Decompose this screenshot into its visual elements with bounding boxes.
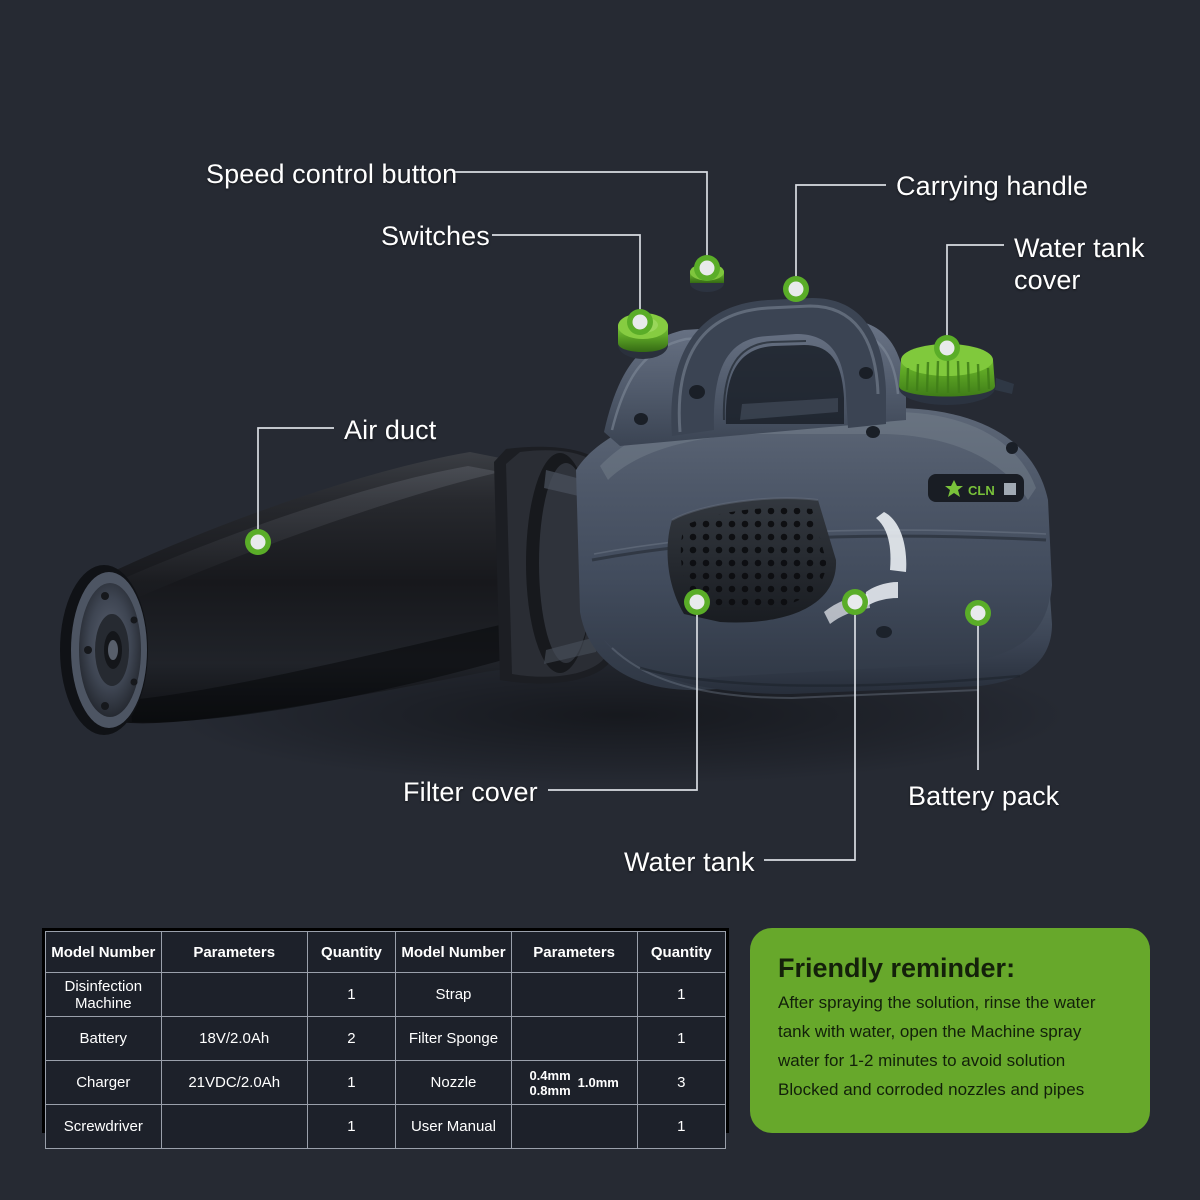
air-duct-lower-shade bbox=[130, 625, 520, 723]
product-illustration: CLN bbox=[60, 171, 1070, 861]
callout-label-water-tank-cover: Water tank cover bbox=[1014, 233, 1145, 295]
col-header-parameters-left: Parameters bbox=[160, 931, 308, 973]
cell-qty-right: 1 bbox=[636, 1104, 727, 1149]
reminder-line: After spraying the solution, rinse the w… bbox=[778, 993, 1096, 1012]
cap-ribs bbox=[905, 360, 991, 394]
table-row: Disinfection Machine 1 Strap 1 bbox=[45, 972, 727, 1017]
cell-qty-left: 1 bbox=[306, 1060, 397, 1105]
cell-qty-right: 1 bbox=[636, 1016, 727, 1061]
svg-text:CLN: CLN bbox=[968, 483, 995, 498]
nozzle-size-10: 1.0mm bbox=[577, 1075, 619, 1090]
table-row: Battery 18V/2.0Ah 2 Filter Sponge 1 bbox=[45, 1016, 727, 1061]
leader-air-duct bbox=[257, 427, 334, 532]
col-header-quantity-right: Quantity bbox=[636, 931, 727, 973]
logo-mark bbox=[945, 480, 963, 497]
cell-param-right-nozzle: 0.4mm 0.8mm 1.0mm bbox=[510, 1060, 638, 1105]
duct-screw-1 bbox=[101, 592, 109, 600]
collar-rib-bottom bbox=[544, 636, 600, 664]
battery-pack bbox=[604, 596, 1052, 700]
cell-param-left: 21VDC/2.0Ah bbox=[160, 1060, 308, 1105]
water-tank-cover bbox=[899, 344, 1014, 405]
boss-screw-1 bbox=[689, 385, 705, 399]
marker-filter-cover bbox=[684, 589, 710, 615]
callout-label-air-duct: Air duct bbox=[344, 415, 437, 445]
nozzle-size-04: 0.4mm bbox=[529, 1067, 571, 1083]
main-housing: CLN bbox=[576, 263, 1052, 700]
boss-screw-3 bbox=[866, 426, 880, 438]
callout-label-water-tank: Water tank bbox=[624, 847, 755, 877]
boss-screw-5 bbox=[1006, 442, 1018, 454]
friendly-reminder-box: Friendly reminder: After spraying the so… bbox=[750, 928, 1150, 1133]
col-header-quantity-left: Quantity bbox=[306, 931, 397, 973]
table-row: Charger 21VDC/2.0Ah 1 Nozzle 0.4mm 0.8mm… bbox=[45, 1060, 727, 1105]
cell-qty-right: 3 bbox=[636, 1060, 727, 1105]
cell-param-left: 18V/2.0Ah bbox=[160, 1016, 308, 1061]
cell-qty-left: 1 bbox=[306, 972, 397, 1017]
logo-badge: CLN bbox=[928, 474, 1024, 502]
cell-model-right: Strap bbox=[395, 972, 512, 1017]
cell-model-left: Battery bbox=[45, 1016, 162, 1061]
cell-qty-left: 2 bbox=[306, 1016, 397, 1061]
marker-air-duct bbox=[245, 529, 271, 555]
duct-screw-4 bbox=[130, 616, 138, 624]
leader-filter-cover bbox=[548, 613, 698, 791]
cell-model-right: Filter Sponge bbox=[395, 1016, 512, 1061]
col-header-model-number-right: Model Number bbox=[395, 931, 512, 973]
leader-water-tank-cover bbox=[946, 244, 1004, 338]
col-header-parameters-right: Parameters bbox=[510, 931, 638, 973]
marker-water-tank-cover bbox=[934, 335, 960, 361]
cell-param-right bbox=[510, 1016, 638, 1061]
leader-carrying-handle bbox=[795, 184, 886, 300]
carrying-handle bbox=[671, 298, 886, 436]
callout-label-battery-pack: Battery pack bbox=[908, 781, 1060, 811]
specifications-table: Model Number Parameters Quantity Model N… bbox=[42, 928, 729, 1149]
marker-carrying-handle bbox=[783, 276, 809, 302]
air-duct-outlet bbox=[60, 565, 148, 735]
cell-qty-left: 1 bbox=[306, 1104, 397, 1149]
cell-model-right: User Manual bbox=[395, 1104, 512, 1149]
body-screw-low bbox=[876, 626, 892, 638]
boss-screw-4 bbox=[634, 413, 648, 425]
cell-param-right bbox=[510, 972, 638, 1017]
reminder-line: water for 1-2 minutes to avoid solution bbox=[778, 1051, 1066, 1070]
handle-mount-edge bbox=[610, 328, 900, 431]
cell-param-left bbox=[160, 972, 308, 1017]
reminder-body: After spraying the solution, rinse the w… bbox=[778, 988, 1124, 1104]
marker-battery-pack bbox=[965, 600, 991, 626]
duct-screw-2 bbox=[84, 646, 92, 654]
leader-speed-control bbox=[452, 171, 708, 258]
marker-water-tank bbox=[842, 589, 868, 615]
marker-switches bbox=[627, 309, 653, 335]
callout-markers bbox=[245, 255, 991, 626]
reminder-line: Blocked and corroded nozzles and pipes bbox=[778, 1080, 1085, 1099]
table-row: Screwdriver 1 User Manual 1 bbox=[45, 1104, 727, 1149]
nozzle-size-08: 0.8mm bbox=[529, 1082, 571, 1098]
callout-label-speed-control-button: Speed control button bbox=[206, 159, 458, 189]
air-duct-highlight bbox=[120, 466, 500, 600]
cell-model-right: Nozzle bbox=[395, 1060, 512, 1105]
cell-qty-right: 1 bbox=[636, 972, 727, 1017]
duct-screw-3 bbox=[101, 702, 109, 710]
cell-model-left: Charger bbox=[45, 1060, 162, 1105]
callout-label-switches: Switches bbox=[381, 221, 490, 251]
table-header-row: Model Number Parameters Quantity Model N… bbox=[45, 931, 727, 973]
cell-model-left: Screwdriver bbox=[45, 1104, 162, 1149]
marker-speed-control-button bbox=[694, 255, 720, 281]
product-svg: CLN bbox=[60, 171, 1070, 861]
cell-param-left bbox=[160, 1104, 308, 1149]
callout-label-filter-cover: Filter cover bbox=[403, 777, 538, 807]
filter-cover bbox=[667, 497, 837, 623]
duct-screw-5 bbox=[130, 678, 138, 686]
cell-param-right bbox=[510, 1104, 638, 1149]
col-header-model-number-left: Model Number bbox=[45, 931, 162, 973]
leader-lines bbox=[257, 171, 1004, 861]
cell-model-left: Disinfection Machine bbox=[45, 972, 162, 1017]
reminder-line: tank with water, open the Machine spray bbox=[778, 1022, 1082, 1041]
callout-label-carrying-handle: Carrying handle bbox=[896, 171, 1089, 201]
reminder-title: Friendly reminder: bbox=[778, 953, 1016, 983]
leader-water-tank bbox=[764, 613, 856, 861]
leader-switches bbox=[492, 234, 641, 312]
boss-screw-2 bbox=[859, 367, 873, 379]
battery-seam bbox=[639, 666, 1021, 687]
